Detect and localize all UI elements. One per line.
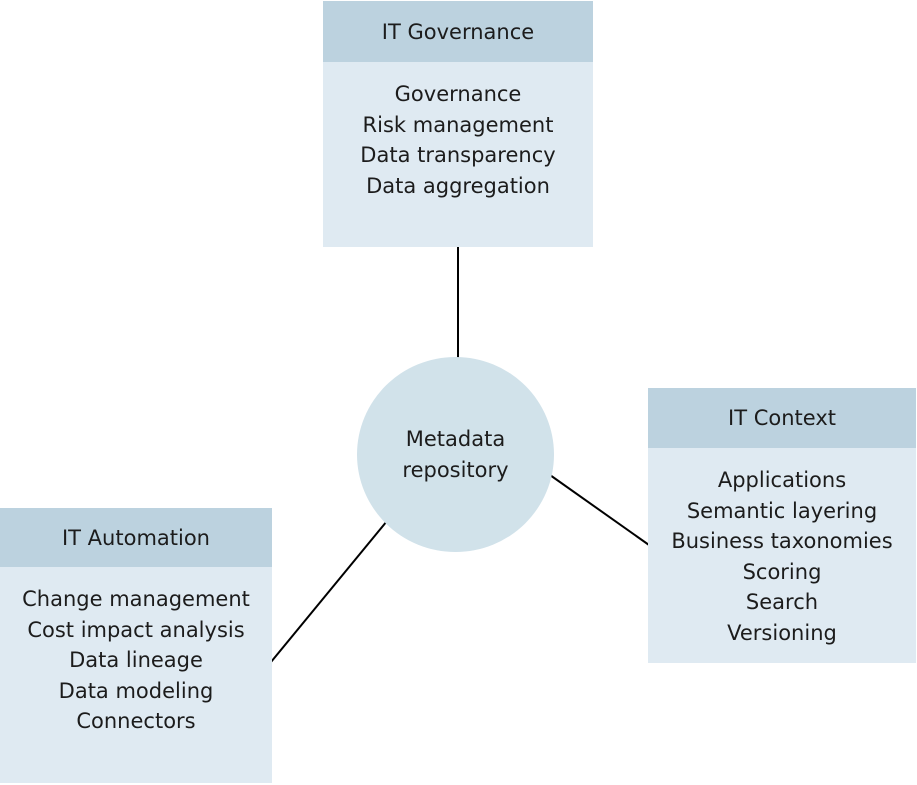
list-item: Versioning (727, 620, 837, 645)
list-item: Semantic layering (686, 498, 878, 523)
list-item: Data aggregation (366, 173, 550, 198)
node-it-governance-title: IT Governance (323, 1, 593, 62)
node-it-automation-title: IT Automation (0, 508, 272, 567)
list-item: Change management (22, 587, 250, 611)
center-node-label-line2: repository (402, 457, 509, 482)
list-item: Data transparency (360, 143, 556, 167)
node-it-automation-items: Change management Cost impact analysis D… (0, 567, 272, 783)
node-it-context: IT Context Applications Semantic layerin… (648, 388, 916, 663)
list-item: Data modeling (58, 678, 214, 703)
list-item: Applications (717, 468, 847, 492)
list-item: Connectors (76, 709, 196, 733)
list-item: Risk management (362, 112, 554, 137)
node-it-context-title: IT Context (648, 388, 916, 448)
list-item: Scoring (742, 559, 822, 584)
list-item: Data lineage (69, 648, 203, 672)
connector-center-to-automation (270, 520, 388, 663)
node-it-governance-items: Governance Risk management Data transpar… (323, 62, 593, 247)
node-it-governance: IT Governance Governance Risk management… (323, 1, 593, 247)
list-item: Search (745, 590, 819, 614)
list-item: Business taxonomies (671, 529, 893, 553)
node-it-context-items: Applications Semantic layering Business … (648, 448, 916, 663)
connector-center-to-context (549, 474, 650, 546)
center-node-metadata-repository: Metadata repository (357, 357, 554, 552)
node-it-automation: IT Automation Change management Cost imp… (0, 508, 272, 783)
center-node-label-line1: Metadata (405, 426, 506, 451)
list-item: Governance (394, 82, 522, 106)
list-item: Cost impact analysis (27, 617, 245, 642)
